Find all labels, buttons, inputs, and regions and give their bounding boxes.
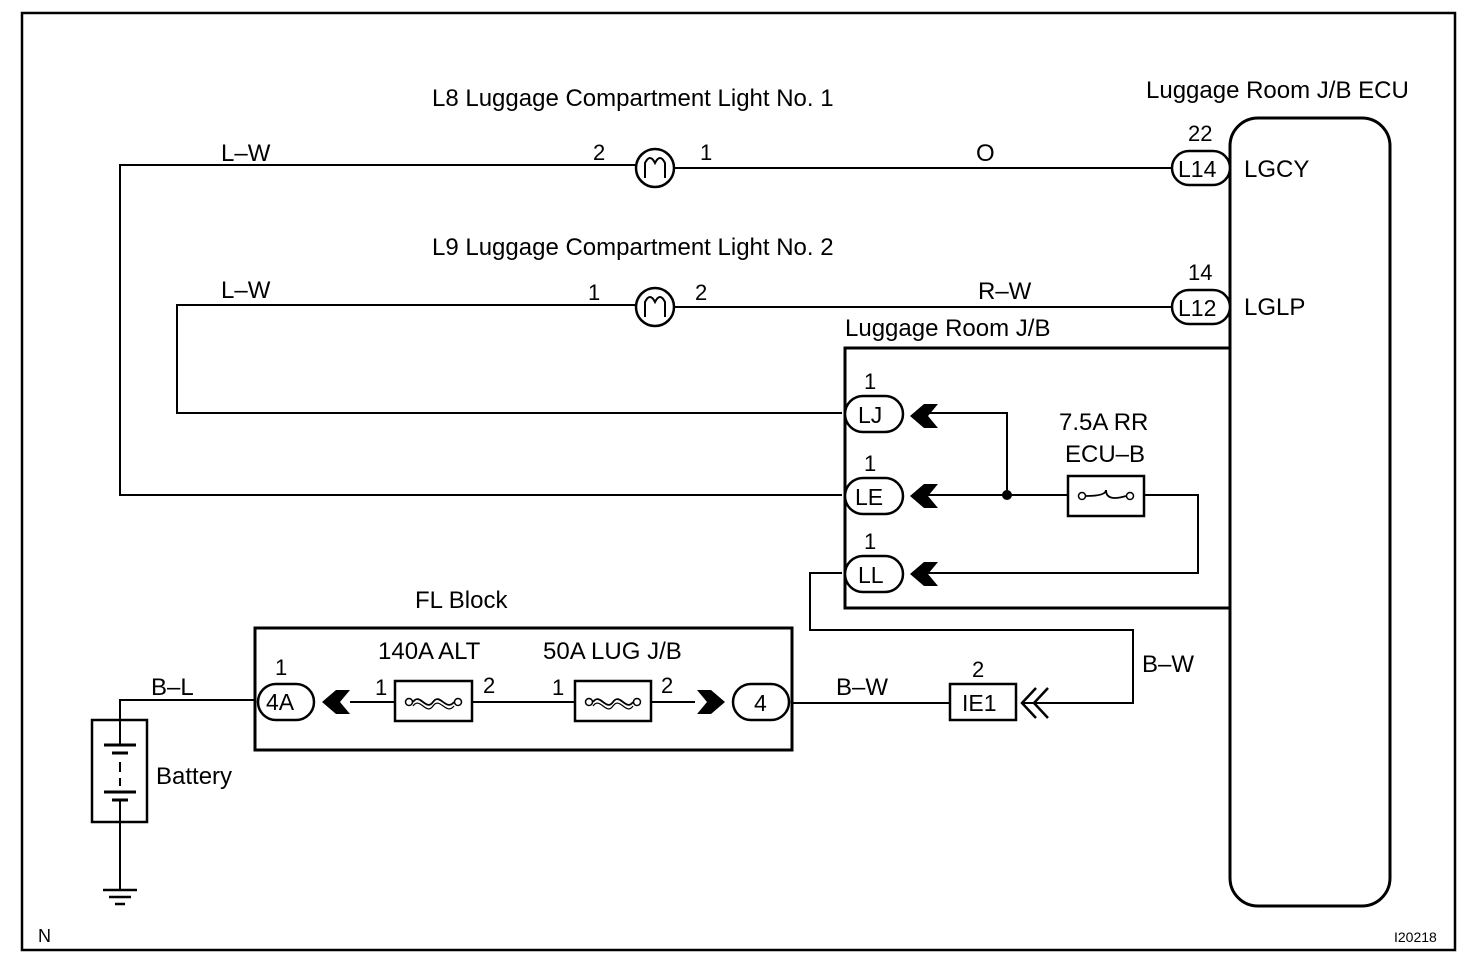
fuse-label-rr-2: ECU–B (1065, 441, 1145, 468)
pin-alt-in: 1 (375, 675, 387, 700)
connector-label-l14: L14 (1178, 156, 1217, 182)
title-l9: L9 Luggage Compartment Light No. 2 (432, 234, 834, 261)
connector-label-l12: L12 (1178, 295, 1216, 321)
diagram-frame (20, 11, 1457, 952)
arrow-lj-icon (910, 404, 938, 428)
title-fl-block: FL Block (415, 587, 508, 614)
jb-box (843, 346, 1230, 610)
pin-l9-left: 1 (588, 280, 600, 305)
connector-lj (843, 394, 905, 434)
fuse-lug-icon (573, 679, 653, 723)
pin-l8-left: 2 (593, 140, 605, 165)
ecu-body (1228, 116, 1392, 908)
connector-l12 (1170, 288, 1232, 326)
fuse-rr-ecu-b-icon (1066, 474, 1146, 518)
connector-4 (731, 682, 791, 722)
wire-label-lw2: L–W (221, 277, 271, 304)
terminal-lgcy: LGCY (1244, 156, 1309, 183)
pin-l12: 14 (1188, 260, 1212, 285)
ground-icon (103, 888, 137, 906)
fuse-alt-icon (393, 679, 474, 723)
lamp-l9-icon (634, 286, 676, 328)
arrow-4a-icon (322, 690, 350, 714)
pin-lug-in: 1 (552, 675, 564, 700)
connector-label-ll: LL (858, 562, 884, 588)
lamp-l8-icon (634, 147, 676, 189)
fuse-label-lug: 50A LUG J/B (543, 638, 682, 665)
title-battery: Battery (156, 763, 232, 790)
wire-label-bl: B–L (151, 674, 194, 701)
fl-block-box (253, 626, 794, 752)
fuse-label-rr-1: 7.5A RR (1059, 409, 1148, 436)
connector-label-4: 4 (754, 690, 767, 716)
pin-ll: 1 (864, 529, 876, 554)
fuse-label-alt: 140A ALT (378, 638, 481, 665)
connector-ie1 (948, 682, 1018, 722)
arrow-le-icon (910, 484, 938, 508)
connector-label-le: LE (855, 484, 883, 510)
wire-jb-lj (925, 412, 1008, 495)
pin-4a: 1 (275, 655, 287, 680)
pin-l9-right: 2 (695, 280, 707, 305)
connector-l14 (1170, 149, 1232, 187)
wire-jb-ll (925, 494, 1199, 574)
wire-lw-second (176, 304, 842, 414)
connector-label-lj: LJ (858, 402, 882, 428)
wire-label-o: O (976, 140, 995, 167)
battery-icon (90, 718, 149, 824)
title-jb: Luggage Room J/B (845, 315, 1050, 342)
title-l8: L8 Luggage Compartment Light No. 1 (432, 85, 834, 112)
wire-label-lw1: L–W (221, 140, 271, 167)
pin-l14: 22 (1188, 121, 1212, 146)
connector-4a (256, 682, 316, 722)
arrow-ie1-icon (1020, 687, 1049, 719)
wire-lw-top (119, 164, 842, 496)
corner-label-left: N (38, 926, 51, 946)
wire-bw-right (809, 572, 1134, 704)
wire-label-bw1: B–W (836, 674, 888, 701)
connector-label-ie1: IE1 (962, 690, 997, 716)
arrow-4-icon (697, 690, 725, 714)
connector-le (843, 476, 905, 516)
pin-alt-out: 2 (483, 673, 495, 698)
wire-label-bw2: B–W (1142, 651, 1194, 678)
pin-lj: 1 (864, 369, 876, 394)
pin-le: 1 (864, 451, 876, 476)
pin-l8-right: 1 (700, 140, 712, 165)
title-ecu: Luggage Room J/B ECU (1146, 77, 1409, 104)
connector-label-4a: 4A (266, 689, 295, 715)
splice-point (1002, 490, 1012, 500)
pin-lug-out: 2 (661, 673, 673, 698)
connector-ll (843, 554, 905, 594)
wire-label-rw: R–W (978, 278, 1032, 305)
pin-ie1: 2 (972, 657, 984, 682)
arrow-ll-icon (910, 562, 938, 586)
terminal-lglp: LGLP (1244, 294, 1305, 321)
wire-bl (119, 699, 255, 720)
corner-label-right: I20218 (1394, 929, 1437, 945)
